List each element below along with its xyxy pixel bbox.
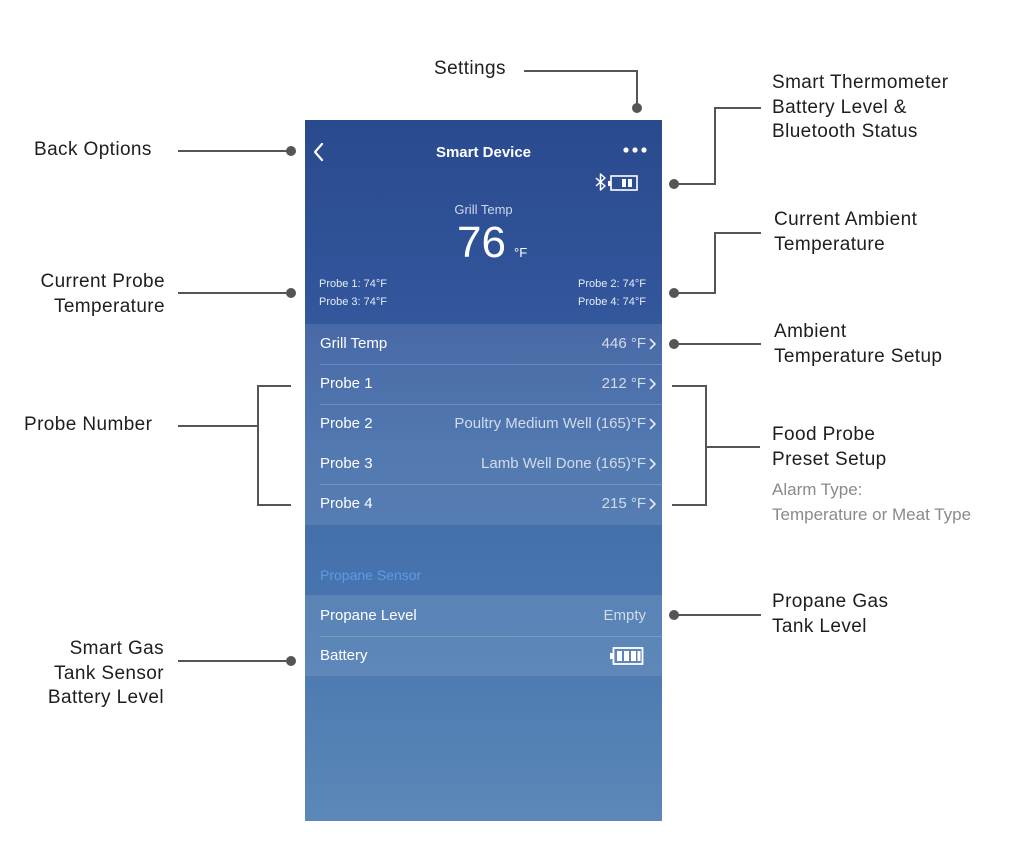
row-value: 212 °F <box>601 375 646 392</box>
callout-dot <box>669 610 679 620</box>
callout-dot <box>286 656 296 666</box>
battery-icon <box>610 647 644 665</box>
callout-line: Current Probe <box>40 271 165 292</box>
probe-4-temp: Probe 4: 74°F <box>578 296 646 308</box>
row-label: Propane Level <box>320 607 417 624</box>
row-value: Lamb Well Done (165)°F <box>481 455 646 472</box>
callout-propane-gas: Propane Gas Tank Level <box>772 590 888 639</box>
page-title: Smart Device <box>435 144 532 161</box>
callout-alarm-type: Alarm Type: Temperature or Meat Type <box>772 477 971 527</box>
callout-probe-number: Probe Number <box>24 414 153 435</box>
callout-line: Temperature <box>774 233 886 255</box>
callout-line: Tank Level <box>772 615 867 637</box>
grill-temp-value: 76 <box>457 218 506 267</box>
row-label: Probe 2 <box>320 415 373 432</box>
callout-line: Bluetooth Status <box>772 121 918 142</box>
callout-line: Current Ambient <box>774 209 918 230</box>
row-label: Probe 4 <box>320 495 373 512</box>
row-label: Probe 3 <box>320 455 373 472</box>
callout-line: Temperature <box>53 295 165 317</box>
chevron-right-icon <box>649 458 656 470</box>
grill-temp-unit: °F <box>514 245 528 260</box>
callout-settings: Settings <box>434 58 506 79</box>
settings-list <box>305 324 662 525</box>
callout-line: Temperature Setup <box>774 345 943 367</box>
callout-dot <box>669 179 679 189</box>
row-value: Empty <box>603 607 646 624</box>
row-value: 446 °F <box>601 335 646 352</box>
bluetooth-icon <box>595 173 606 191</box>
battery-icon <box>608 175 638 191</box>
row-probe-2[interactable]: Probe 2 Poultry Medium Well (165)°F <box>305 404 662 444</box>
chevron-right-icon <box>649 498 656 510</box>
row-grill-temp[interactable]: Grill Temp 446 °F <box>305 324 662 364</box>
row-value: 215 °F <box>601 495 646 512</box>
nav-bar: Smart Device <box>305 120 662 191</box>
chevron-right-icon <box>649 418 656 430</box>
callout-line: Smart Thermometer <box>772 72 949 93</box>
callout-smart-gas: Smart Gas Tank Sensor Battery Level <box>20 637 164 711</box>
callout-back-options: Back Options <box>34 139 152 160</box>
row-probe-4[interactable]: Probe 4 215 °F <box>305 484 662 524</box>
callout-dot <box>669 288 679 298</box>
divider <box>320 364 662 365</box>
callout-dot <box>632 103 642 113</box>
chevron-right-icon <box>649 378 656 390</box>
callout-line: Food Probe <box>772 424 876 445</box>
callout-dot <box>286 146 296 156</box>
callout-line: Battery Level & <box>772 96 907 118</box>
divider <box>320 404 662 405</box>
row-label: Probe 1 <box>320 375 373 392</box>
callout-line: Temperature or Meat Type <box>772 505 972 524</box>
callout-ambient-setup: Ambient Temperature Setup <box>774 320 942 369</box>
callout-dot <box>286 288 296 298</box>
row-propane-level[interactable]: Propane Level Empty <box>305 596 662 636</box>
callout-current-ambient: Current Ambient Temperature <box>774 208 917 257</box>
row-battery: Battery <box>305 636 662 676</box>
back-chevron-icon[interactable] <box>311 142 327 162</box>
chevron-right-icon <box>649 338 656 350</box>
propane-list <box>305 595 662 676</box>
probe-2-temp: Probe 2: 74°F <box>578 278 646 290</box>
callout-line: Battery Level <box>47 687 164 708</box>
callout-line: Preset Setup <box>772 448 887 470</box>
probe-3-temp: Probe 3: 74°F <box>319 296 387 308</box>
row-probe-1[interactable]: Probe 1 212 °F <box>305 364 662 404</box>
callout-dot <box>669 339 679 349</box>
divider <box>320 636 662 637</box>
section-header-propane: Propane Sensor <box>320 567 422 583</box>
divider <box>320 484 662 485</box>
callout-line: Smart Gas <box>69 638 164 659</box>
bluetooth-battery-status <box>595 173 638 191</box>
callout-food-probe: Food Probe Preset Setup <box>772 423 887 472</box>
row-value: Poultry Medium Well (165)°F <box>454 415 646 432</box>
row-label: Battery <box>320 647 368 664</box>
grill-temp-label: Grill Temp <box>454 202 513 217</box>
callout-current-probe: Current Probe Temperature <box>22 270 165 319</box>
callout-line: Tank Sensor <box>53 662 164 684</box>
callout-line: Propane Gas <box>772 591 889 612</box>
callout-line: Ambient <box>774 321 847 342</box>
callout-line: Alarm Type: <box>772 480 863 499</box>
callout-smart-thermometer: Smart Thermometer Battery Level & Blueto… <box>772 71 948 145</box>
row-probe-3[interactable]: Probe 3 Lamb Well Done (165)°F <box>305 444 662 484</box>
more-dots-icon[interactable] <box>622 146 648 154</box>
row-label: Grill Temp <box>320 335 388 352</box>
phone-screen: Smart Device Grill Temp 76 °F Probe 1: 7… <box>305 120 662 821</box>
probe-1-temp: Probe 1: 74°F <box>319 278 387 290</box>
